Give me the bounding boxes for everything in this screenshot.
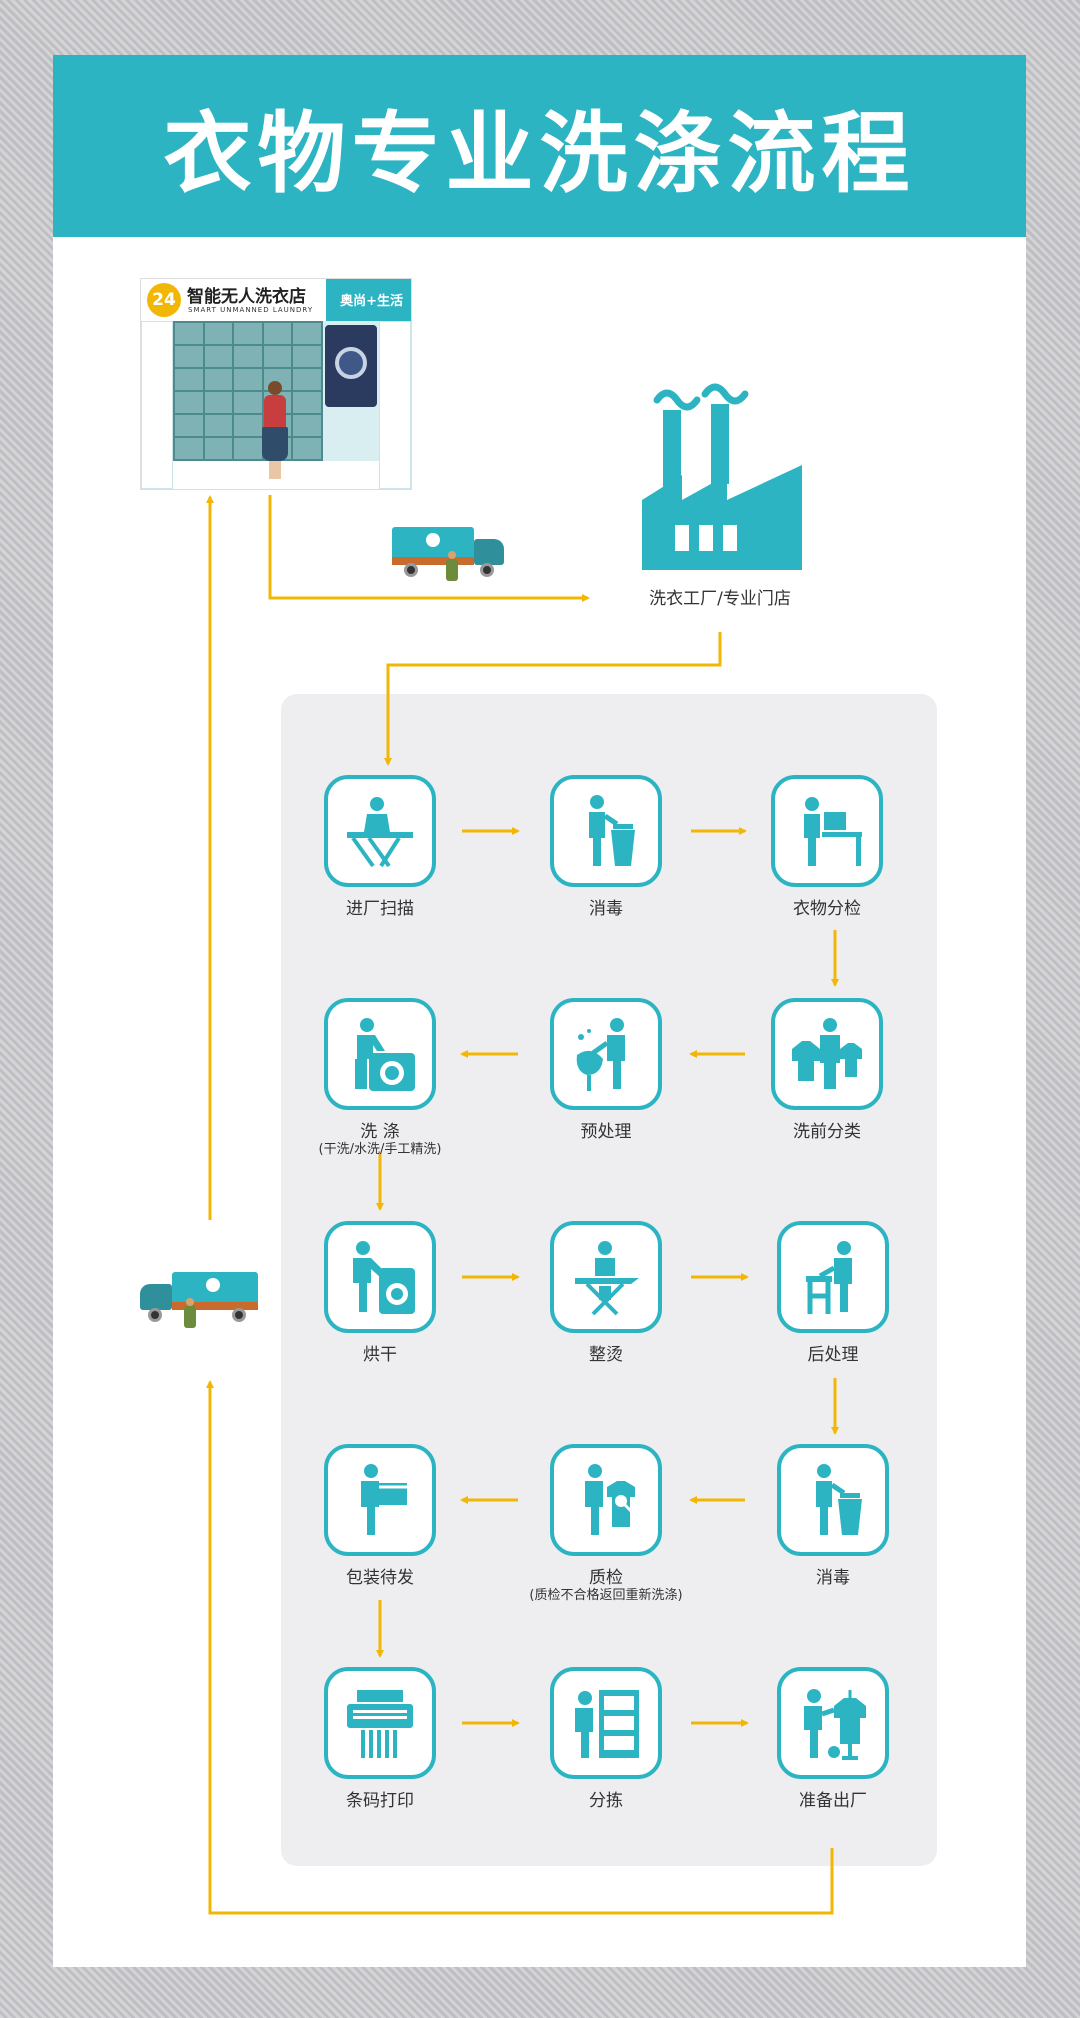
locker-cell bbox=[293, 392, 321, 413]
delivery-truck-top bbox=[392, 527, 507, 583]
hanger-icon bbox=[792, 1018, 862, 1089]
locker-cell bbox=[175, 346, 203, 367]
step-label: 准备出厂 bbox=[799, 1791, 867, 1811]
flow-arrow bbox=[384, 632, 722, 766]
dryer-icon bbox=[353, 1241, 415, 1314]
store-header: 24 智能无人洗衣店 SMART UNMANNED LAUNDRY 奥尚+生活 bbox=[141, 279, 411, 321]
locker-cell bbox=[293, 369, 321, 390]
step-label: 包装待发 bbox=[346, 1568, 414, 1588]
locker-cell bbox=[175, 369, 203, 390]
process-step: 条码打印 bbox=[290, 1667, 470, 1811]
locker-cell bbox=[204, 438, 233, 459]
step-label: 烘干 bbox=[363, 1345, 397, 1365]
locker-cell bbox=[234, 392, 262, 413]
locker-cell bbox=[293, 346, 321, 367]
process-step: 准备出厂 bbox=[743, 1667, 923, 1811]
locker-cell bbox=[204, 392, 233, 413]
process-step: 预处理 bbox=[516, 998, 696, 1142]
locker-cell bbox=[263, 346, 292, 367]
store-subtitle: SMART UNMANNED LAUNDRY bbox=[188, 306, 314, 314]
printer-icon bbox=[347, 1690, 413, 1758]
store-front bbox=[141, 321, 411, 489]
locker-cell bbox=[234, 323, 262, 344]
factory-label: 洗衣工厂/专业门店 bbox=[649, 589, 791, 609]
garment-steamer-icon bbox=[804, 1689, 866, 1760]
locker-cell bbox=[175, 415, 203, 436]
step-label: 消毒 bbox=[589, 899, 623, 919]
step-label: 后处理 bbox=[807, 1345, 859, 1365]
truck-logo-icon bbox=[206, 1278, 220, 1292]
process-step: 衣物分检 bbox=[737, 775, 917, 919]
scan-icon bbox=[347, 797, 413, 868]
step-label: 洗 涤 bbox=[360, 1122, 400, 1142]
page-title: 衣物专业洗涤流程 bbox=[163, 101, 916, 205]
factory-icon bbox=[642, 383, 802, 570]
process-step: 洗前分类 bbox=[737, 998, 917, 1142]
step-label: 条码打印 bbox=[346, 1791, 414, 1811]
locker-cell bbox=[234, 415, 262, 436]
step-note: (质检不合格返回重新洗涤) bbox=[529, 1588, 683, 1603]
step-label: 预处理 bbox=[580, 1122, 632, 1142]
locker-cell bbox=[234, 346, 262, 367]
locker-cell bbox=[293, 438, 321, 459]
sort-table-icon bbox=[804, 797, 862, 866]
step-label: 消毒 bbox=[816, 1568, 850, 1588]
laundry-machine bbox=[325, 325, 377, 407]
process-step: 消毒 bbox=[516, 775, 696, 919]
locker-cell bbox=[204, 415, 233, 436]
delivery-worker-icon bbox=[446, 551, 458, 581]
process-step: 包装待发 bbox=[290, 1444, 470, 1588]
package-icon bbox=[361, 1464, 407, 1535]
delivery-truck-bottom bbox=[140, 1272, 260, 1330]
process-step: 整烫 bbox=[516, 1221, 696, 1365]
laundry-store-illustration: 24 智能无人洗衣店 SMART UNMANNED LAUNDRY 奥尚+生活 bbox=[141, 279, 411, 489]
process-step: 洗 涤 (干洗/水洗/手工精洗) bbox=[290, 998, 470, 1158]
post-process-icon bbox=[806, 1241, 852, 1314]
step-label: 整烫 bbox=[589, 1345, 623, 1365]
locker-cell bbox=[293, 415, 321, 436]
inspect-icon bbox=[585, 1464, 635, 1535]
step-label: 衣物分检 bbox=[793, 899, 861, 919]
delivery-worker-icon bbox=[184, 1298, 196, 1328]
locker-cell bbox=[263, 323, 292, 344]
step-label: 洗前分类 bbox=[793, 1122, 861, 1142]
process-step: 烘干 bbox=[290, 1221, 470, 1365]
locker-cell bbox=[175, 323, 203, 344]
locker-cell bbox=[293, 323, 321, 344]
flow-arrow bbox=[206, 1380, 834, 1915]
locker-cell bbox=[234, 369, 262, 390]
locker-cell bbox=[175, 438, 203, 459]
shelf-icon bbox=[575, 1690, 639, 1758]
ironing-icon bbox=[575, 1241, 639, 1316]
process-step: 消毒 bbox=[743, 1444, 923, 1588]
step-label: 分拣 bbox=[589, 1791, 623, 1811]
locker-grid bbox=[173, 321, 323, 461]
process-step: 进厂扫描 bbox=[290, 775, 470, 919]
locker-cell bbox=[234, 438, 262, 459]
locker-cell bbox=[204, 369, 233, 390]
washing-icon bbox=[355, 1018, 415, 1091]
truck-logo-icon bbox=[426, 533, 440, 547]
step-note: (干洗/水洗/手工精洗) bbox=[318, 1142, 442, 1157]
step-label: 进厂扫描 bbox=[346, 899, 414, 919]
store-side-panel-left bbox=[141, 321, 173, 489]
store-24h-badge: 24 bbox=[147, 283, 181, 317]
disinfect-icon bbox=[816, 1464, 862, 1535]
store-side-panel-right bbox=[379, 321, 411, 489]
locker-cell bbox=[204, 346, 233, 367]
locker-cell bbox=[175, 392, 203, 413]
locker-cell bbox=[204, 323, 233, 344]
process-step: 分拣 bbox=[516, 1667, 696, 1811]
title-banner: 衣物专业洗涤流程 bbox=[53, 55, 1026, 237]
process-step: 质检 (质检不合格返回重新洗涤) bbox=[516, 1444, 696, 1604]
process-step: 后处理 bbox=[743, 1221, 923, 1365]
flow-arrow bbox=[268, 495, 590, 602]
store-name: 智能无人洗衣店 bbox=[187, 287, 306, 307]
pretreat-icon bbox=[576, 1018, 625, 1091]
store-brand: 奥尚+生活 bbox=[340, 294, 403, 309]
disinfect-icon bbox=[589, 795, 635, 866]
customer-figure bbox=[261, 381, 289, 479]
step-label: 质检 bbox=[589, 1568, 623, 1588]
